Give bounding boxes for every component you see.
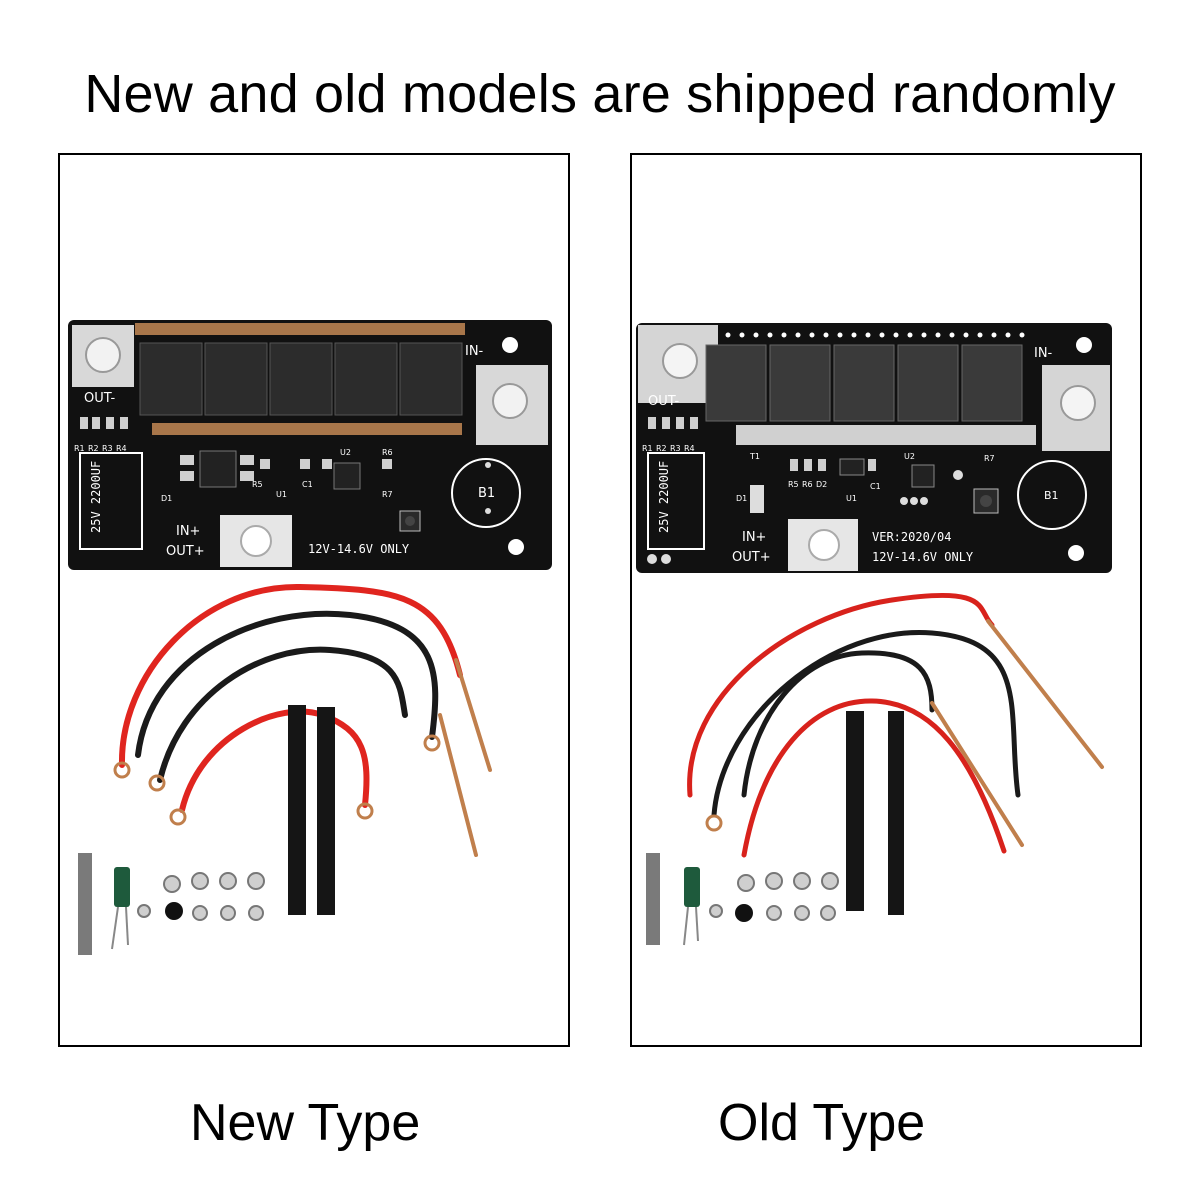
r4-label: R4 bbox=[116, 444, 127, 453]
voltage-label: 12V-14.6V ONLY bbox=[308, 542, 410, 556]
d2-label-old: D2 bbox=[816, 480, 827, 489]
button-cap bbox=[165, 902, 183, 920]
u2-label-old: U2 bbox=[904, 452, 915, 461]
r2-label: R2 bbox=[88, 444, 99, 453]
black-wire-long-old bbox=[711, 630, 1021, 818]
r1-label: R1 bbox=[74, 444, 85, 453]
out-minus-label-old: OUT- bbox=[648, 394, 679, 409]
c1-label-old: C1 bbox=[870, 482, 881, 491]
hex-nuts bbox=[137, 872, 265, 921]
red-wire-long bbox=[118, 583, 463, 768]
r5-label: R5 bbox=[252, 480, 263, 489]
r2-label-old: R2 bbox=[656, 444, 667, 453]
heat-shrink-tube-2-old bbox=[888, 711, 904, 915]
d1-label: D1 bbox=[161, 494, 172, 503]
t1-label-old: T1 bbox=[749, 452, 760, 461]
old-type-caption: Old Type bbox=[718, 1094, 926, 1152]
copper-pen-tip-1-old bbox=[986, 619, 1104, 769]
red-wire-long-old bbox=[687, 592, 995, 798]
metal-strip-old bbox=[646, 853, 660, 945]
b1-label: B1 bbox=[478, 486, 495, 501]
out-plus-label: OUT+ bbox=[166, 544, 205, 559]
old-type-wires bbox=[687, 592, 1104, 858]
new-type-kit-photo: OUT- IN- R1 R2 R3 R4 D1 R5 U1 C1 U2 R6 R… bbox=[68, 320, 552, 955]
d1-label-old: D1 bbox=[736, 494, 747, 503]
copper-pen-tip-2 bbox=[438, 713, 478, 857]
r3-label: R3 bbox=[102, 444, 113, 453]
capacitor-rating-label-old: 25V 2200UF bbox=[657, 461, 671, 533]
black-wire-short bbox=[157, 646, 408, 783]
r6-label: R6 bbox=[382, 448, 393, 457]
new-type-caption: New Type bbox=[190, 1094, 421, 1152]
heat-shrink-tube-1-old bbox=[846, 711, 864, 911]
new-type-wires bbox=[113, 583, 492, 857]
electrolytic-capacitor bbox=[114, 867, 130, 907]
out-minus-label: OUT- bbox=[84, 391, 115, 406]
hex-nuts-old bbox=[709, 872, 839, 921]
r4-label-old: R4 bbox=[684, 444, 695, 453]
u1-label: U1 bbox=[276, 490, 287, 499]
r7-label: R7 bbox=[382, 490, 393, 499]
r6-label-old: R6 bbox=[802, 480, 813, 489]
metal-strip bbox=[78, 853, 92, 955]
version-label-old: VER:2020/04 bbox=[872, 530, 951, 544]
heat-shrink-tube-1 bbox=[288, 705, 306, 915]
b1-label-old: B1 bbox=[1044, 489, 1059, 502]
new-type-pcb-board: OUT- IN- R1 R2 R3 R4 D1 R5 U1 C1 U2 R6 R… bbox=[68, 320, 552, 570]
in-plus-label-old: IN+ bbox=[742, 530, 766, 545]
old-type-pcb-board: OUT- IN- R1 R2 R3 R4 T1 D1 R5 R6 D2 U1 C… bbox=[636, 323, 1112, 573]
in-minus-label-old: IN- bbox=[1034, 346, 1053, 361]
u1-label-old: U1 bbox=[846, 494, 857, 503]
r3-label-old: R3 bbox=[670, 444, 681, 453]
c1-label: C1 bbox=[302, 480, 313, 489]
new-type-panel: OUT- IN- R1 R2 R3 R4 D1 R5 U1 C1 U2 R6 R… bbox=[58, 153, 570, 1047]
black-wire-short-old bbox=[741, 650, 935, 798]
black-wire-long bbox=[135, 610, 439, 758]
old-type-panel: OUT- IN- R1 R2 R3 R4 T1 D1 R5 R6 D2 U1 C… bbox=[630, 153, 1142, 1047]
button-cap-old bbox=[735, 904, 753, 922]
in-minus-label: IN- bbox=[465, 344, 484, 359]
heat-shrink-tube-2 bbox=[317, 707, 335, 915]
copper-pen-tip-2-old bbox=[930, 701, 1024, 847]
red-wire-short-old bbox=[741, 698, 1007, 858]
r1-label-old: R1 bbox=[642, 444, 653, 453]
electrolytic-capacitor-old bbox=[684, 867, 700, 907]
in-plus-label: IN+ bbox=[176, 524, 200, 539]
headline: New and old models are shipped randomly bbox=[84, 64, 1116, 124]
r7-label-old: R7 bbox=[984, 454, 995, 463]
voltage-label-old: 12V-14.6V ONLY bbox=[872, 550, 974, 564]
u2-label: U2 bbox=[340, 448, 351, 457]
red-wire-short bbox=[179, 708, 370, 813]
r5-label-old: R5 bbox=[788, 480, 799, 489]
capacitor-rating-label: 25V 2200UF bbox=[89, 461, 103, 533]
old-type-kit-photo: OUT- IN- R1 R2 R3 R4 T1 D1 R5 R6 D2 U1 C… bbox=[636, 323, 1112, 946]
copper-pen-tip-1 bbox=[454, 658, 492, 772]
out-plus-label-old: OUT+ bbox=[732, 550, 771, 565]
